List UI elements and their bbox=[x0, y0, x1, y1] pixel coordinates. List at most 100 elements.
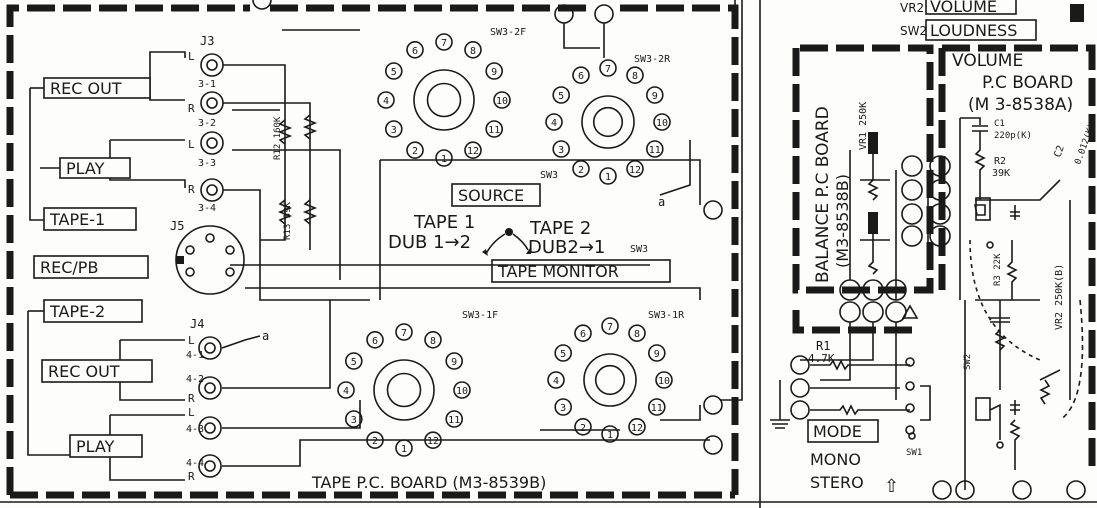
tape1-label: TAPE 1 bbox=[413, 212, 475, 233]
dub12-label: DUB 1→2 bbox=[388, 232, 471, 253]
vr2-ref-label: VR2 bbox=[900, 1, 924, 15]
switch-contact-label: 8 bbox=[430, 336, 436, 347]
switch-contact-label: 12 bbox=[467, 146, 479, 157]
jack-3-4 bbox=[200, 178, 224, 202]
switch-contact-label: 7 bbox=[441, 38, 447, 49]
switch-contact-label: 5 bbox=[351, 357, 357, 368]
switch-contact-label: 3 bbox=[391, 125, 397, 136]
switch-contact bbox=[464, 141, 482, 159]
switch-contact bbox=[445, 352, 464, 370]
switch-contact-label: 6 bbox=[580, 329, 586, 340]
switch-contact bbox=[464, 40, 482, 59]
rotor-hub bbox=[592, 106, 624, 138]
switch-contact-label: 7 bbox=[605, 64, 611, 75]
switch-contact-label: 8 bbox=[632, 71, 638, 82]
jack-4-3 bbox=[198, 416, 222, 440]
j4-1-label: 4-1 bbox=[186, 350, 204, 361]
switch-contact bbox=[599, 59, 617, 77]
terminal bbox=[703, 200, 723, 220]
jack-3-1 bbox=[200, 53, 224, 77]
sw1-label: SW1 bbox=[906, 448, 922, 458]
switch-contact bbox=[406, 40, 424, 59]
switch-contact-label: 5 bbox=[560, 349, 566, 360]
sw3-label-mid: SW3 bbox=[630, 244, 648, 255]
jack-4-2 bbox=[198, 376, 222, 400]
r1-value: 4.7K bbox=[808, 352, 835, 365]
switch-contact-label: 1 bbox=[607, 430, 613, 441]
switch-contact-label: 4 bbox=[553, 376, 559, 387]
j5-label: J5 bbox=[170, 219, 184, 233]
play-label-2: PLAY bbox=[76, 437, 115, 456]
switch-contact bbox=[377, 91, 395, 109]
switch-contact-label: 3 bbox=[351, 415, 357, 426]
switch-contact-label: 6 bbox=[372, 336, 378, 347]
switch-contact-label: 5 bbox=[558, 91, 564, 102]
terminal bbox=[703, 435, 723, 455]
rotor bbox=[581, 95, 635, 149]
switch-contact bbox=[647, 344, 666, 362]
switch-contact bbox=[547, 371, 565, 389]
switch-contact-label: 6 bbox=[412, 46, 418, 57]
j3-2-label: 3-2 bbox=[198, 118, 216, 129]
tape-monitor-label: TAPE MONITOR bbox=[497, 262, 619, 281]
switch-contact bbox=[552, 86, 571, 104]
r-label: R bbox=[188, 102, 195, 115]
terminal bbox=[252, 0, 272, 10]
up-arrow-icon: ⇧ bbox=[884, 476, 899, 497]
switch-contact bbox=[628, 417, 646, 436]
c1-value: 220p(K) bbox=[994, 131, 1032, 141]
switch-contact-label: 3 bbox=[560, 403, 566, 414]
sw3-1f-label: SW3-1F bbox=[462, 310, 498, 321]
volume-board-outline bbox=[938, 44, 1096, 470]
switch-contact bbox=[493, 91, 511, 109]
switch-contact bbox=[344, 410, 363, 428]
balance-board-label: BALANCE P.C BOARD bbox=[813, 106, 833, 283]
switch-contact bbox=[626, 66, 644, 84]
rec-pb-label: REC/PB bbox=[40, 258, 98, 277]
switch-contact-label: 10 bbox=[656, 118, 668, 129]
switch-contact bbox=[337, 381, 355, 399]
r12-label: R12 160K bbox=[273, 116, 283, 160]
switch-contact-label: 1 bbox=[401, 444, 407, 455]
switch-contact-label: 11 bbox=[488, 125, 500, 136]
switch-contact-label: 4 bbox=[551, 118, 557, 129]
l-label: L bbox=[188, 50, 195, 63]
rotor bbox=[583, 353, 637, 407]
dub21-label: DUB2→1 bbox=[528, 237, 605, 258]
switch-contact-label: 9 bbox=[654, 349, 660, 360]
j3-4-label: 3-4 bbox=[198, 203, 216, 214]
rotor-hub bbox=[594, 364, 626, 396]
switch-contact bbox=[485, 62, 504, 80]
switch-contact-label: 9 bbox=[451, 357, 457, 368]
switch-contact bbox=[554, 344, 573, 362]
switch-contact bbox=[655, 371, 673, 389]
switch-contact bbox=[453, 381, 471, 399]
jack-3-3 bbox=[200, 131, 224, 155]
j4-3-label: 4-3 bbox=[186, 424, 204, 435]
switch-contact-label: 10 bbox=[658, 376, 670, 387]
switch-contact bbox=[645, 140, 664, 158]
volume-board-label-1: VOLUME bbox=[952, 51, 1023, 71]
balance-board-outline bbox=[792, 44, 934, 294]
switch-contact bbox=[599, 167, 617, 185]
c1-label: C1 bbox=[994, 119, 1005, 129]
j3-3-label: 3-3 bbox=[198, 158, 216, 169]
switch-contact-label: 12 bbox=[629, 165, 641, 176]
r3-label: R3 22K bbox=[993, 253, 1003, 286]
sw3-1r-label: SW3-1R bbox=[648, 310, 685, 321]
switch-contact bbox=[435, 149, 453, 167]
switch-contact-label: 11 bbox=[448, 415, 460, 426]
switch-contact-label: 1 bbox=[605, 172, 611, 183]
switch-contact bbox=[435, 33, 453, 51]
switch-contact-label: 7 bbox=[607, 322, 613, 333]
selector-arrows bbox=[482, 228, 531, 256]
source-label: SOURCE bbox=[458, 186, 524, 205]
switch-contact-label: 3 bbox=[558, 145, 564, 156]
switch-contact-label: 4 bbox=[343, 386, 349, 397]
switch-contact-label: 10 bbox=[456, 386, 468, 397]
rec-out-label-1: REC OUT bbox=[50, 79, 122, 98]
rotor-hub bbox=[426, 82, 462, 118]
l-label: L bbox=[188, 334, 195, 347]
